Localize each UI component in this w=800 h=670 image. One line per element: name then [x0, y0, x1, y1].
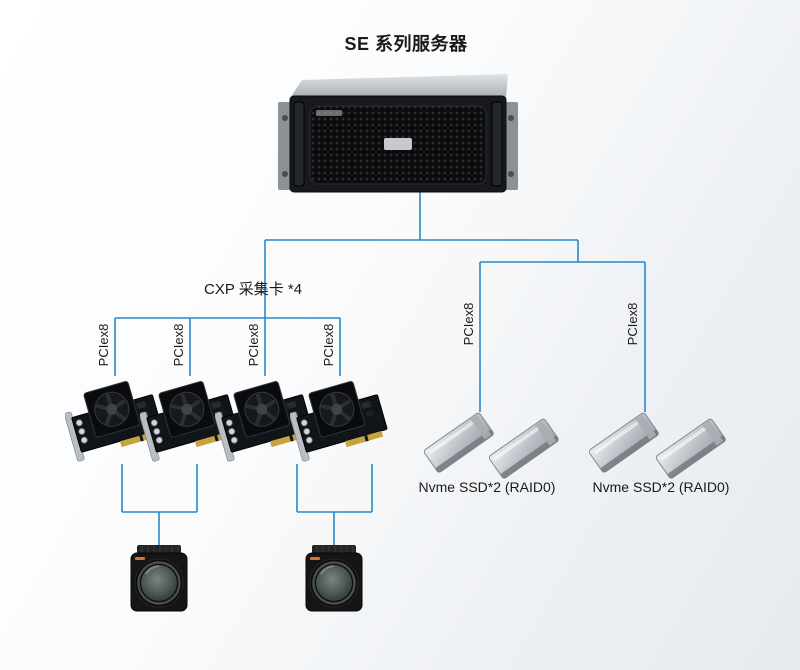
pcie-label-ssd-group-1: PCIex8 [461, 302, 476, 346]
pcie-label-ssd-group-2: PCIex8 [625, 302, 640, 346]
pcie-label-card-1: PCIex8 [96, 323, 111, 367]
pcie-label-card-2: PCIex8 [171, 323, 186, 367]
cxp-capture-card-label: CXP 采集卡 *4 [204, 281, 303, 298]
industrial-camera-image [303, 542, 365, 614]
diagram-title: SE 系列服务器 [344, 34, 468, 54]
pcie-label-card-3: PCIex8 [246, 323, 261, 367]
cxp-capture-card-image [290, 372, 390, 472]
rack-server-image [278, 74, 518, 193]
nvme-ssd-image [489, 414, 559, 484]
pcie-label-card-4: PCIex8 [321, 323, 336, 367]
nvme-ssd-image [589, 408, 659, 478]
nvme-ssd-image [656, 414, 726, 484]
nvme-ssd-label-1: Nvme SSD*2 (RAID0) [418, 479, 556, 495]
nvme-ssd-image [424, 408, 494, 478]
nvme-ssd-label-2: Nvme SSD*2 (RAID0) [592, 479, 730, 495]
industrial-camera-image [128, 542, 190, 614]
